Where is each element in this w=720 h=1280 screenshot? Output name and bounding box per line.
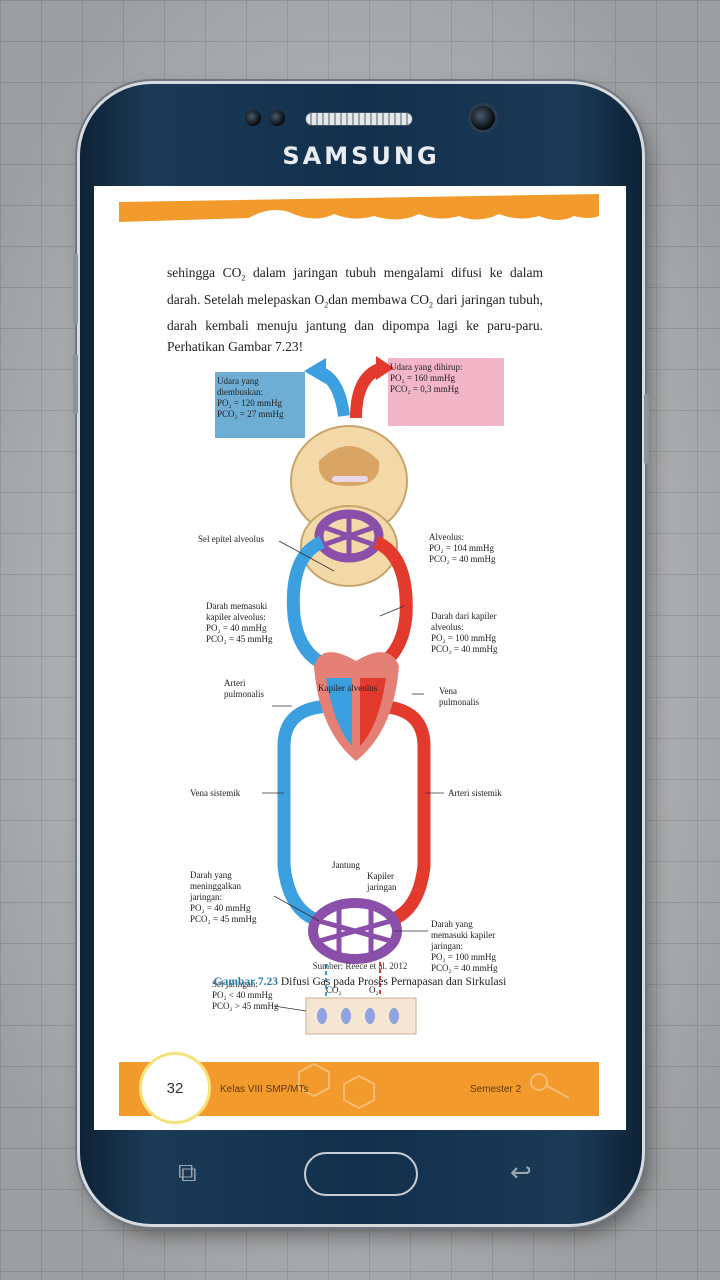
exhale-arrowhead [304, 358, 326, 384]
inhaled-air-label: Udara yang dihirup: PO₂ = 160 mmHg PCO₂ … [390, 362, 463, 394]
bixby-button [73, 354, 78, 414]
epithelial-cell [332, 476, 368, 482]
systemic-artery-label: Arteri sistemik [448, 788, 502, 798]
alveolar-capillary-mesh [325, 516, 373, 556]
volume-button [73, 254, 78, 324]
home-button[interactable] [304, 1152, 418, 1196]
co2-label: CO₂ [326, 985, 342, 995]
figure-caption: Gambar 7.23 Difusi Gas pada Proses Perna… [213, 976, 507, 988]
footer-semester-label: Semester 2 [470, 1084, 522, 1095]
epithelial-cell-label: Sel epitel alveolus [198, 534, 264, 544]
blood-entering-tissue-label: Darah yang memasuki kapiler jaringan: PO… [431, 919, 498, 973]
tissue-cell-label: Sel jaringan: PO₂ < 40 mmHg PCO₂ > 45 mm… [212, 979, 279, 1011]
body-paragraph: sehingga CO2 dalam jaringan tubuh mengal… [167, 265, 543, 355]
circulation-diagram [262, 356, 444, 1035]
page-number: 32 [139, 1052, 211, 1124]
heart-left-side [360, 678, 386, 746]
exhaled-air-box [215, 372, 305, 438]
heart [314, 652, 399, 761]
inhaled-air-box [388, 358, 504, 426]
front-camera-icon [471, 106, 495, 130]
exhaled-air-label: Udara yang diembuskan: PO₂ = 120 mmHg PC… [217, 376, 284, 419]
systemic-vein-label: Vena sistemik [190, 788, 241, 798]
pulmonary-artery-label: Arteri pulmonalis [224, 678, 264, 699]
alveolar-capillary-label: Kapiler alveolus [318, 683, 378, 693]
alveolar-capillary [314, 509, 384, 563]
tissue-cells [305, 997, 417, 1035]
inhale-arrowhead [376, 356, 394, 380]
decorative-molecules [298, 1062, 570, 1110]
page-header-band [119, 194, 599, 222]
recent-apps-icon[interactable]: ⧉ [178, 1158, 197, 1188]
blood-entering-alveolar-label: Darah memasuki kapiler alveolus: PO₂ = 4… [206, 601, 273, 644]
alveolus-label: Alveolus: PO₂ = 104 mmHg PCO₂ = 40 mmHg [429, 532, 496, 564]
leader-lines [262, 540, 444, 1012]
back-icon[interactable]: ↩ [510, 1158, 532, 1188]
heart-label: Jantung [332, 860, 360, 870]
tissue-capillary-mesh [318, 906, 392, 956]
tissue-capillary-label: Kapiler jaringan [367, 871, 397, 892]
brand-logo: SAMSUNG [282, 142, 440, 170]
blood-from-capillary-label: Darah dari kapiler alveolus: PO₂ = 100 m… [431, 611, 498, 654]
o2-label: O₂ [369, 985, 379, 995]
blood-leaving-tissue-label: Darah yang meninggalkan jaringan: PO₂ = … [190, 870, 257, 924]
earpiece-speaker [305, 112, 413, 126]
screen[interactable]: sehingga CO2 dalam jaringan tubuh mengal… [94, 186, 626, 1130]
power-button [644, 394, 649, 464]
heart-right-side [326, 678, 352, 746]
pulmonary-vein-label: Vena pulmonalis [439, 686, 479, 707]
sensor-icon [269, 110, 285, 126]
footer-class-label: Kelas VIII SMP/MTs [220, 1084, 309, 1095]
figure-source: Sumber: Reece et al. 2012 [312, 961, 408, 971]
sensor-icon [245, 110, 261, 126]
phone-frame: SAMSUNG sehingga CO2 dalam jaringan tubu… [73, 84, 649, 1224]
